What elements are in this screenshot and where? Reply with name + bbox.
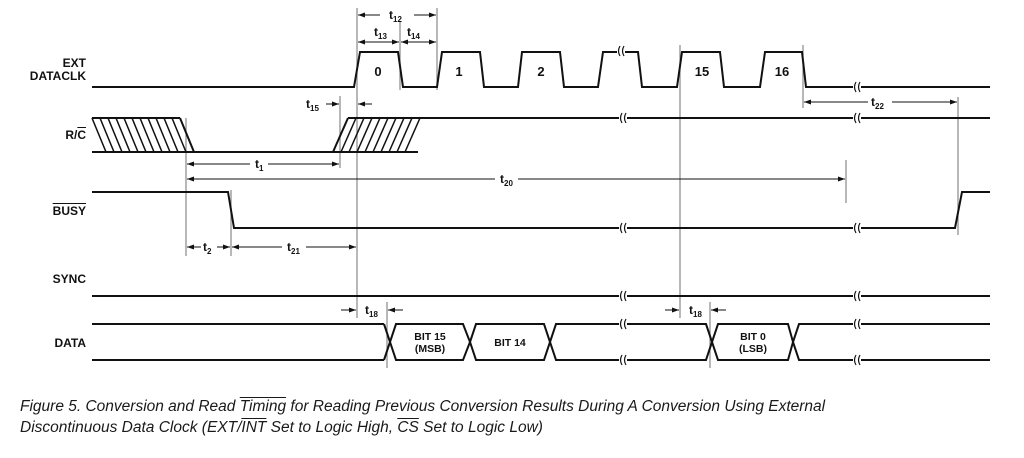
caption-line-2: Discontinuous Data Clock (EXT/INT Set to…: [20, 419, 543, 436]
r-c-hatch-right: [340, 117, 421, 153]
busy-label: BUSY: [10, 205, 86, 218]
break-mark-icon: [853, 112, 861, 124]
r-c-label-overbar: C: [77, 128, 86, 142]
break-mark-icon: [619, 112, 627, 124]
r-c-rise-edge: [332, 117, 349, 153]
ext-dataclk-waveform: [92, 51, 990, 88]
t1-label: t1: [255, 157, 264, 173]
dataclk-trace: [92, 51, 990, 88]
ext-dataclk-label-line1: EXT: [62, 56, 86, 70]
dimension-arrows: [187, 12, 957, 313]
guide-lines: [185, 8, 959, 368]
break-mark-icon: [853, 81, 861, 93]
data-bit-label: BIT 15: [414, 331, 446, 343]
timing-diagram: 0 1 2 15 16: [91, 8, 990, 368]
r-c-fall-edge: [179, 117, 195, 153]
data-cell-tail: [792, 323, 990, 361]
figure-caption: Figure 5. Conversion and Read Timing for…: [20, 396, 1020, 438]
r-c-hatch-left: [91, 117, 187, 153]
break-mark-icon: [853, 354, 861, 366]
data-label: DATA: [54, 336, 86, 350]
clock-pulse-label: 1: [455, 64, 462, 79]
clock-pulse-label: 2: [537, 64, 544, 79]
break-marks: [617, 45, 861, 366]
break-mark-icon: [619, 318, 627, 330]
t14-label: t14: [407, 25, 420, 41]
r-c-waveform: [91, 117, 990, 153]
caption-line-1: Figure 5. Conversion and Read Timing for…: [20, 398, 826, 415]
clock-pulse-label: 16: [775, 64, 789, 79]
busy-trace: [92, 191, 990, 229]
break-mark-icon: [853, 318, 861, 330]
t18a-label: t18: [365, 303, 378, 319]
r-c-label: R/C: [10, 129, 86, 142]
ext-dataclk-label: EXT DATACLK: [10, 57, 86, 83]
break-mark-icon: [617, 45, 625, 57]
clock-pulse-label: 0: [374, 64, 381, 79]
t21-label: t21: [287, 240, 300, 256]
data-bit-label: BIT 14: [494, 337, 526, 349]
break-mark-icon: [853, 222, 861, 234]
busy-waveform: [92, 191, 990, 229]
break-mark-icon: [619, 222, 627, 234]
data-waveform: [92, 323, 990, 361]
clock-pulse-label: 15: [695, 64, 709, 79]
ext-dataclk-label-line2: DATACLK: [29, 69, 86, 83]
t2-label: t2: [203, 240, 212, 256]
t18b-label: t18: [689, 303, 702, 319]
t15-label: t15: [306, 97, 319, 113]
t12-label: t12: [389, 8, 402, 24]
data-cell-unknown: [548, 323, 714, 361]
t13-label: t13: [374, 25, 387, 41]
timing-labels: t12 t13 t14 t15 t1 t20 t22 t2 t21 t18 t1…: [203, 8, 884, 319]
data-bit-labels: BIT 15 (MSB) BIT 14 BIT 0 (LSB): [414, 331, 767, 355]
break-mark-icon: [619, 290, 627, 302]
t22-label: t22: [871, 95, 884, 111]
data-bit-label: (MSB): [415, 343, 445, 355]
data-bit-label: BIT 0: [740, 331, 766, 343]
clock-pulse-labels: 0 1 2 15 16: [374, 64, 789, 79]
t20-label: t20: [500, 172, 513, 188]
sync-label: SYNC: [52, 272, 86, 286]
break-mark-icon: [853, 290, 861, 302]
data-bit-label: (LSB): [739, 343, 767, 355]
busy-label-text: BUSY: [52, 204, 86, 218]
r-c-label-prefix: R/: [65, 128, 78, 142]
break-mark-icon: [619, 354, 627, 366]
